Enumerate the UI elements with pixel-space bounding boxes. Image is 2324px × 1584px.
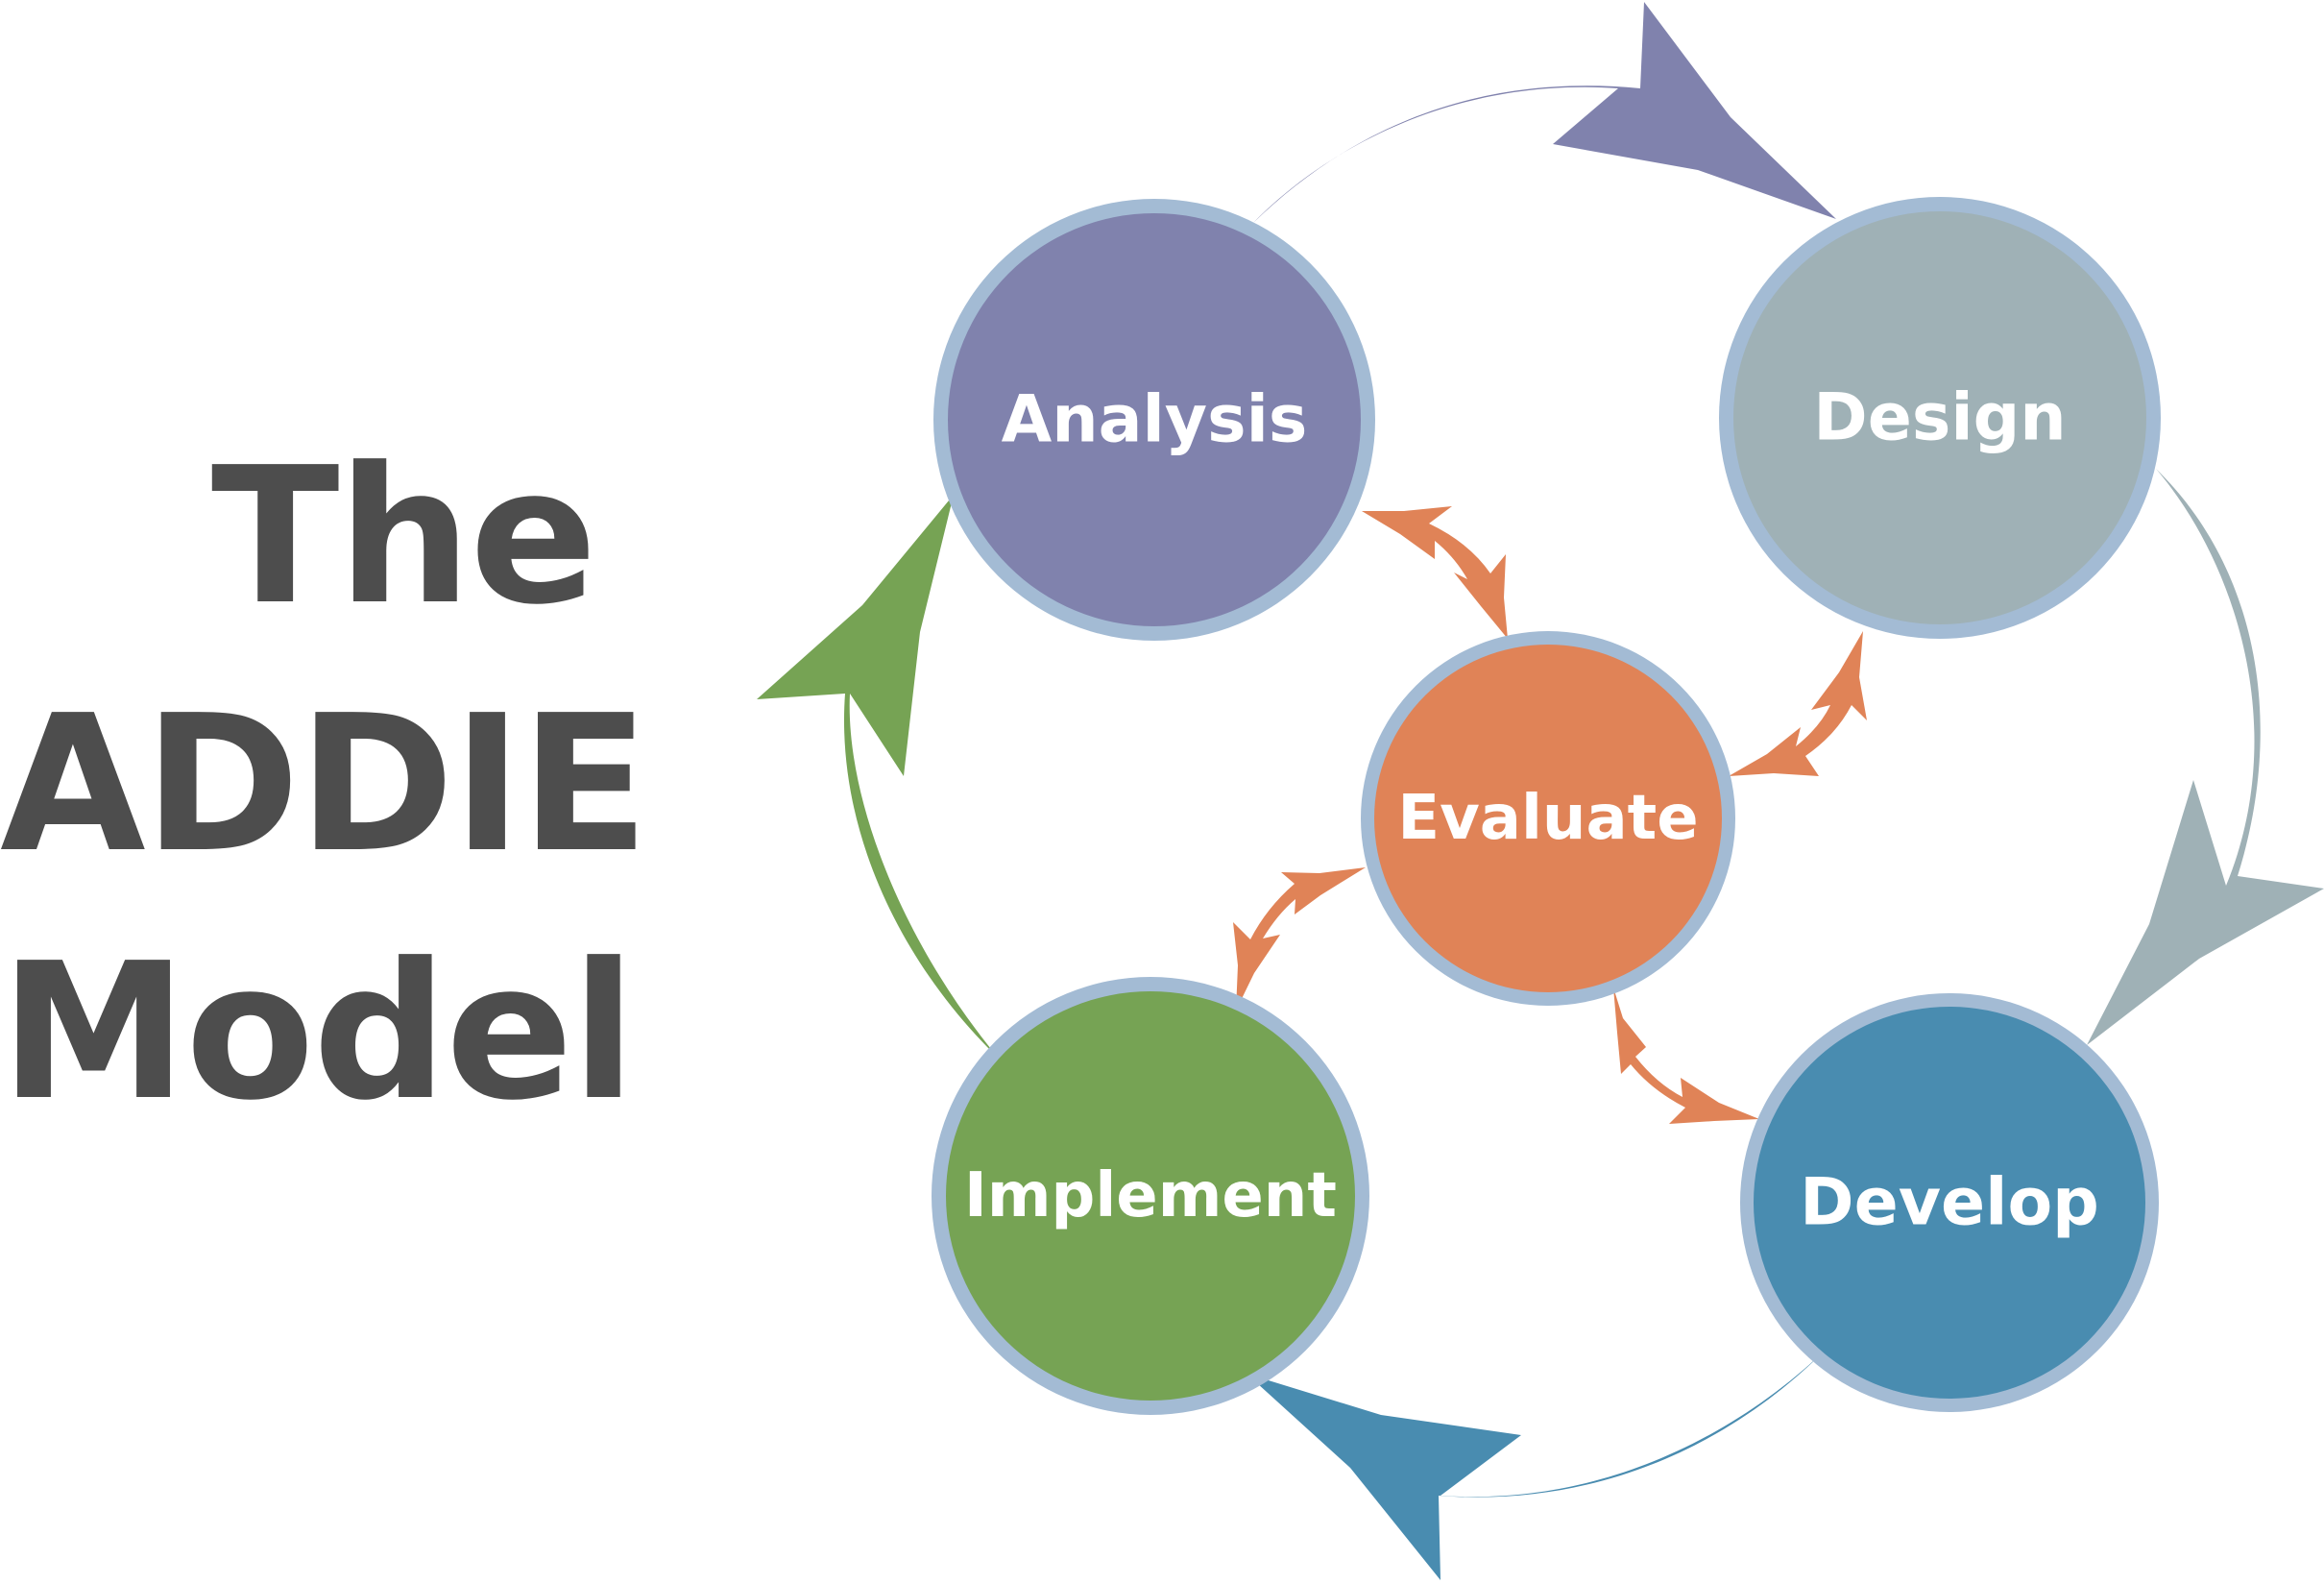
design-label: Design — [1813, 380, 2066, 456]
evaluate-label: Evaluate — [1397, 783, 1698, 854]
title-line-addie: ADDIE — [0, 675, 649, 894]
evaluate-links — [1233, 506, 1867, 1124]
title-line-model: Model — [0, 923, 636, 1142]
design-circle — [1733, 211, 2146, 624]
develop-to-implement-arrow-icon — [1247, 1352, 1823, 1580]
analysis-to-design-arrow-icon — [1253, 2, 1836, 223]
cycle-arrows — [757, 2, 2324, 1580]
page-title: The ADDIE Model — [0, 413, 649, 1157]
develop-circle — [1754, 1007, 2145, 1399]
title-line-the: The — [210, 427, 597, 646]
design-evaluate-link-icon — [1729, 631, 1867, 776]
phase-evaluate: Evaluate — [1361, 631, 1735, 1006]
evaluate-circle — [1374, 645, 1722, 992]
develop-label: Develop — [1800, 1165, 2099, 1241]
implement-circle — [946, 991, 1355, 1401]
analysis-evaluate-link-icon — [1362, 506, 1508, 639]
analysis-circle — [948, 213, 1361, 626]
phase-analysis: Analysis — [933, 199, 1375, 641]
design-to-develop-arrow-icon — [2087, 469, 2324, 1045]
implement-to-analysis-arrow-icon — [757, 495, 999, 1059]
implement-label: Implement — [964, 1160, 1337, 1231]
phase-design: Design — [1719, 197, 2161, 639]
implement-evaluate-link-icon — [1233, 867, 1366, 1011]
phase-implement: Implement — [932, 977, 1369, 1415]
phase-develop: Develop — [1740, 993, 2159, 1412]
develop-evaluate-link-icon — [1613, 987, 1759, 1124]
analysis-label: Analysis — [1002, 382, 1308, 458]
